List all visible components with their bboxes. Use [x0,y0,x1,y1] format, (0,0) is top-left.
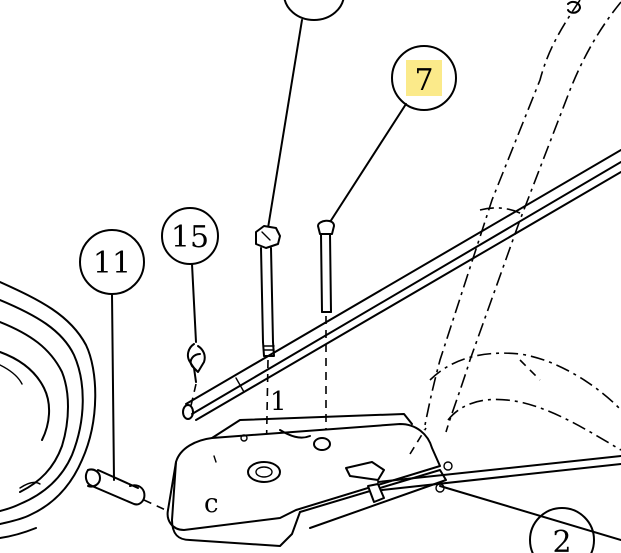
hairpin-clip-15 [186,343,206,411]
callout-top-partial [267,0,345,229]
control-lever [345,427,621,541]
control-housing: 1 c [166,387,447,547]
housing-mark: c [204,489,219,519]
dashed-handle-frame [423,0,621,451]
callout-15-label: 15 [171,220,209,255]
long-rod [182,149,621,421]
pin-11 [84,468,171,513]
carriage-bolt-7 [317,219,335,448]
callout-15[interactable]: 15 [161,207,219,343]
callout-7[interactable]: 7 [329,45,457,223]
callout-7-label: 7 [414,63,433,98]
callout-2[interactable]: 2 [529,507,595,553]
callout-1-label: 1 [270,387,287,417]
left-housing [0,281,97,539]
callout-11[interactable]: 11 [79,229,145,481]
callout-2-label: 2 [552,525,571,553]
callout-7-highlight [406,60,442,96]
callout-11-label: 11 [93,246,131,281]
